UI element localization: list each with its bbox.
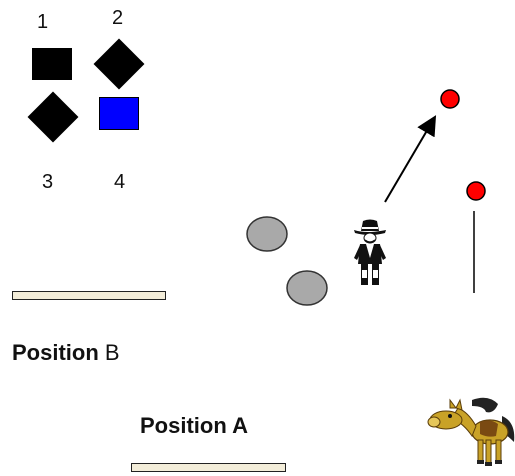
position-a-text: Position A <box>140 413 248 438</box>
label-2: 2 <box>112 7 124 29</box>
label-4: 4 <box>114 171 126 193</box>
bar-position-a <box>131 463 286 472</box>
red-ball-2 <box>466 181 486 201</box>
bar-position-b <box>12 291 166 300</box>
position-b-label: Position B <box>12 342 120 364</box>
position-b-letter: B <box>98 340 120 365</box>
position-b-bold: Position <box>12 340 99 365</box>
arrow-icon <box>384 115 437 203</box>
grey-ball-2 <box>286 270 328 306</box>
position-a-label: Position A <box>140 415 248 437</box>
blue-square-4 <box>99 97 139 130</box>
black-square-1 <box>32 48 72 80</box>
red-ball-1 <box>440 89 460 109</box>
horse-icon <box>427 397 515 466</box>
cowboy-icon <box>354 219 386 285</box>
label-1: 1 <box>37 11 49 33</box>
label-3: 3 <box>42 171 54 193</box>
grey-ball-1 <box>246 216 288 252</box>
